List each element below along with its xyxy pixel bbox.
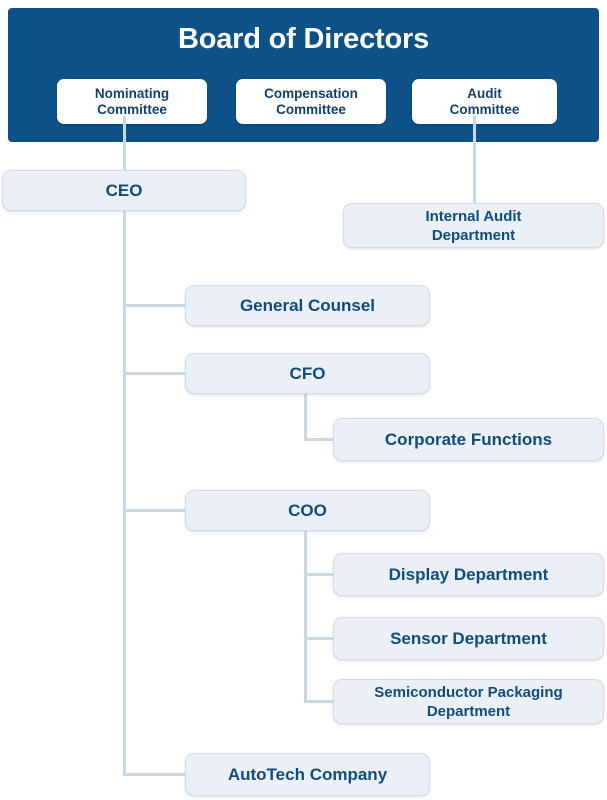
- node-cfo[interactable]: CFO: [185, 353, 430, 394]
- connector-ceo-to-general-counsel: [123, 304, 187, 307]
- node-sensor-department[interactable]: Sensor Department: [333, 617, 604, 660]
- node-general-counsel-label: General Counsel: [239, 295, 376, 315]
- connector-coo-to-sensor-department: [304, 637, 336, 640]
- node-general-counsel[interactable]: General Counsel: [185, 285, 430, 326]
- node-cfo-label: CFO: [289, 363, 326, 383]
- connector-ceo-to-cfo: [123, 372, 187, 375]
- connector-cfo-to-corporate-functions: [304, 438, 336, 441]
- node-autotech-company[interactable]: AutoTech Company: [185, 753, 430, 796]
- board-of-directors-title: Board of Directors: [178, 23, 429, 55]
- node-autotech-company-label: AutoTech Company: [227, 764, 388, 784]
- connector-coo-spine: [304, 531, 307, 703]
- connector-nominating-to-ceo: [123, 116, 126, 172]
- node-coo[interactable]: COO: [185, 490, 430, 531]
- connector-cfo-spine: [304, 394, 307, 440]
- node-corporate-functions-label: Corporate Functions: [384, 429, 553, 449]
- node-display-department[interactable]: Display Department: [333, 553, 604, 596]
- connector-ceo-to-autotech: [123, 773, 187, 776]
- connector-ceo-to-coo: [123, 509, 187, 512]
- node-display-department-label: Display Department: [388, 564, 549, 584]
- connector-coo-to-semiconductor-department: [304, 700, 336, 703]
- node-coo-label: COO: [288, 500, 327, 520]
- connector-ceo-spine: [123, 211, 126, 776]
- node-ceo-label: CEO: [105, 180, 143, 200]
- node-corporate-functions[interactable]: Corporate Functions: [333, 418, 604, 461]
- node-sensor-department-label: Sensor Department: [390, 628, 547, 648]
- connector-coo-to-display-department: [304, 573, 336, 576]
- connector-audit-to-internal-audit: [473, 116, 476, 226]
- node-ceo[interactable]: CEO: [2, 170, 246, 211]
